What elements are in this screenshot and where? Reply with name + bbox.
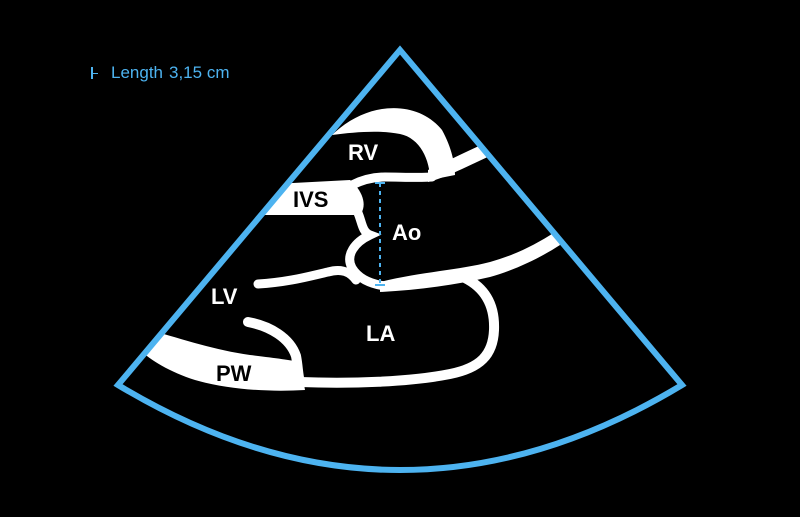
anterior-aortic-wall <box>347 172 437 190</box>
label-pw: PW <box>216 361 252 386</box>
measurement-unit: cm <box>206 63 230 82</box>
posterior-aortic-wall <box>380 232 560 292</box>
caliper[interactable] <box>375 182 385 286</box>
label-la: LA <box>366 321 395 346</box>
measurement-value: 3,15 <box>169 63 203 82</box>
label-ao: Ao <box>392 220 421 245</box>
measurement-readout: Length 3,15 cm <box>90 63 230 83</box>
sector-outline <box>113 45 687 473</box>
tissue-structures <box>140 108 560 391</box>
posterior-wall <box>140 330 305 391</box>
ruler-icon <box>90 67 99 79</box>
label-ivs: IVS <box>293 187 328 212</box>
lv-septal-line <box>253 265 361 289</box>
label-rv: RV <box>348 140 378 165</box>
rv-free-wall <box>332 108 455 180</box>
label-lv: LV <box>211 284 238 309</box>
measurement-label: Length <box>111 63 163 82</box>
rv-aortic-wall <box>428 140 492 182</box>
aortic-root <box>345 208 390 291</box>
la-wall <box>295 273 500 388</box>
